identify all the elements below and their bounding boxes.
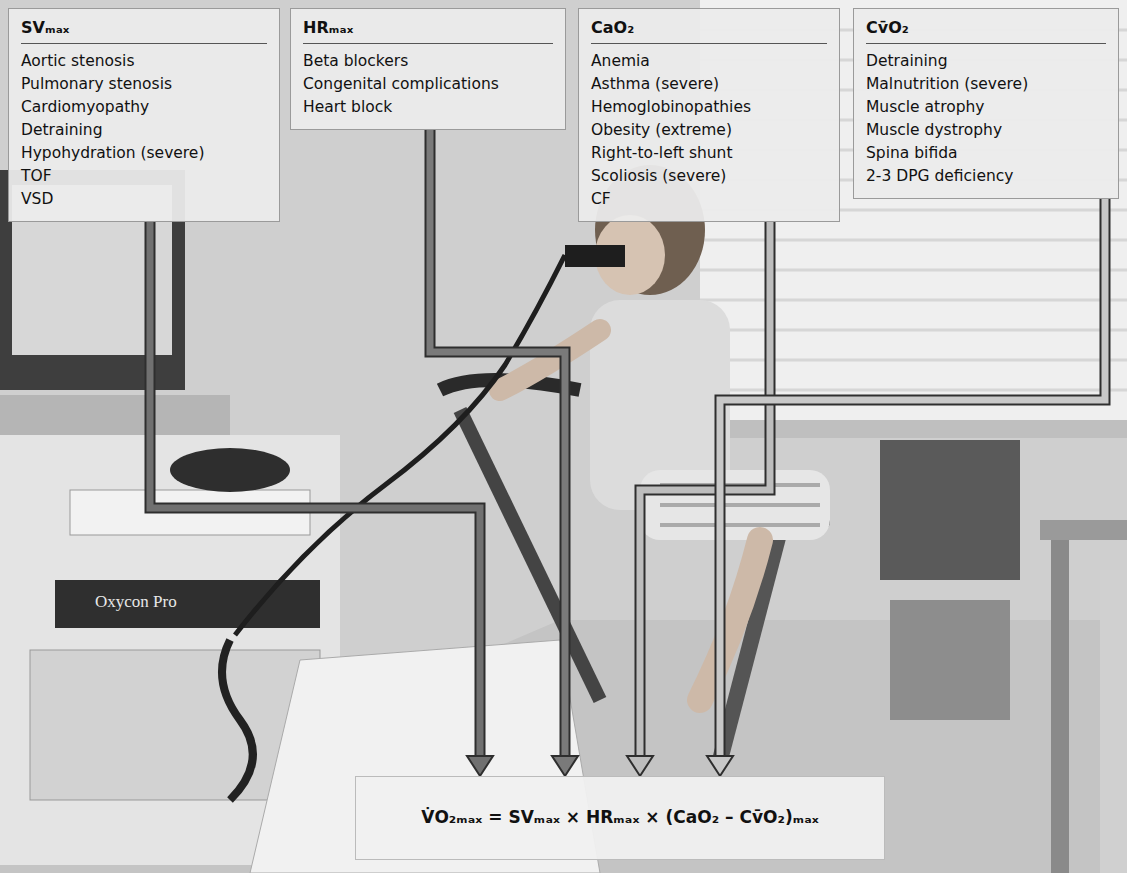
arrow-head [552, 756, 578, 776]
arrow-head [467, 756, 493, 776]
factor-box: SVₘₐₓAortic stenosisPulmonary stenosisCa… [8, 8, 280, 222]
list-item: Muscle dystrophy [866, 119, 1106, 142]
list-item: Pulmonary stenosis [21, 73, 267, 96]
list-item: Muscle atrophy [866, 96, 1106, 119]
list-item: Obesity (extreme) [591, 119, 827, 142]
list-item: 2-3 DPG deficiency [866, 165, 1106, 188]
list-item: Anemia [591, 50, 827, 73]
box-heading: Cv̄O₂ [866, 17, 1106, 44]
factor-arrow [150, 222, 493, 776]
list-item: Right-to-left shunt [591, 142, 827, 165]
list-item: Detraining [21, 119, 267, 142]
list-item: TOF [21, 165, 267, 188]
arrow-head [707, 756, 733, 776]
list-item: VSD [21, 188, 267, 211]
list-item: CF [591, 188, 827, 211]
list-item: Heart block [303, 96, 553, 119]
factor-arrow [627, 222, 770, 776]
formula-text: V̇O₂ₘₐₓ = SVₘₐₓ × HRₘₐₓ × (CaO₂ – Cv̄O₂)… [421, 805, 818, 829]
box-heading: CaO₂ [591, 17, 827, 44]
list-item: Beta blockers [303, 50, 553, 73]
list-item: Cardiomyopathy [21, 96, 267, 119]
factor-arrow [430, 130, 578, 776]
factor-box: Cv̄O₂DetrainingMalnutrition (severe)Musc… [853, 8, 1119, 199]
list-item: Hypohydration (severe) [21, 142, 267, 165]
list-item: Aortic stenosis [21, 50, 267, 73]
list-item: Congenital complications [303, 73, 553, 96]
arrow-head [627, 756, 653, 776]
list-item: Hemoglobinopathies [591, 96, 827, 119]
box-heading: SVₘₐₓ [21, 17, 267, 44]
factor-box: CaO₂ AnemiaAsthma (severe)Hemoglobinopath… [578, 8, 840, 222]
list-item: Detraining [866, 50, 1106, 73]
formula-box: V̇O₂ₘₐₓ = SVₘₐₓ × HRₘₐₓ × (CaO₂ – Cv̄O₂)… [355, 776, 885, 860]
factor-arrow [707, 199, 1105, 776]
list-item: Asthma (severe) [591, 73, 827, 96]
device-label: Oxycon Pro [95, 592, 177, 612]
box-heading: HRₘₐₓ [303, 17, 553, 44]
list-item: Malnutrition (severe) [866, 73, 1106, 96]
factor-box: HRₘₐₓBeta blockersCongenital complicatio… [290, 8, 566, 130]
list-item: Spina bifida [866, 142, 1106, 165]
list-item: Scoliosis (severe) [591, 165, 827, 188]
